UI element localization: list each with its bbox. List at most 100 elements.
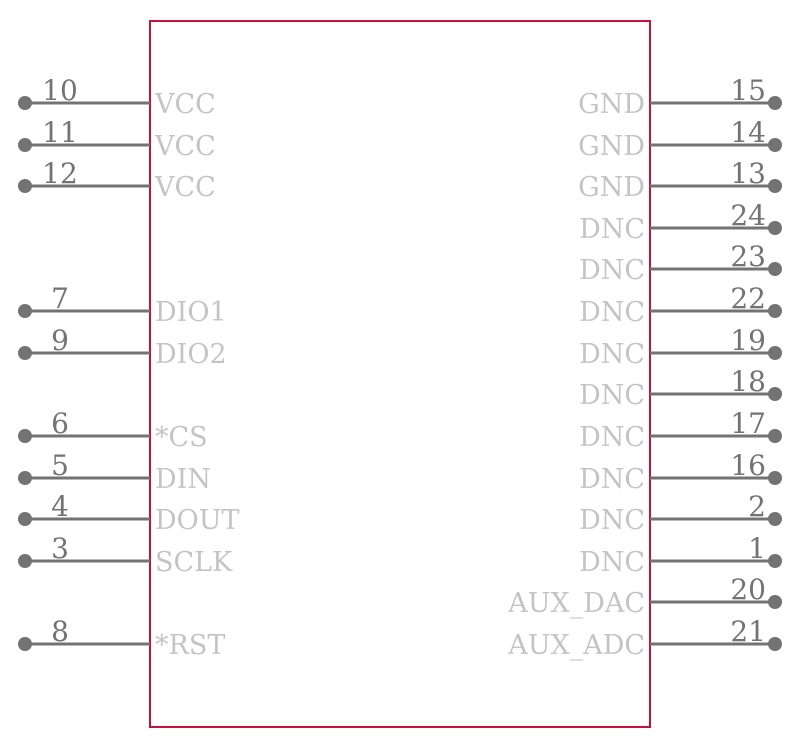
pin-name: DIO2 [155,339,227,370]
pin-endpoint-dot [768,387,782,401]
pin-number: 12 [42,157,78,190]
pin-left-8: 3 SCLK [18,532,233,578]
pin-right-6: 19 DNC [579,324,782,370]
pin-number: 17 [730,407,766,440]
pin-left-9: 8 *RST [18,615,225,661]
pin-number: 6 [51,407,69,440]
pin-endpoint-dot [768,346,782,360]
pin-right-4: 23 DNC [579,240,782,286]
pin-number: 1 [748,532,766,565]
pin-name: GND [578,89,645,120]
pin-name: GND [578,131,645,162]
pin-name: DOUT [155,505,240,536]
pin-left-5: 6 *CS [18,407,208,453]
pin-endpoint-dot [18,96,32,110]
pin-number: 8 [51,615,69,648]
pin-right-3: 24 DNC [579,199,782,245]
pin-number: 16 [730,449,766,482]
pin-number: 14 [730,116,766,149]
pin-number: 18 [730,365,766,398]
pin-number: 23 [730,240,766,273]
pin-right-8: 17 DNC [579,407,782,453]
pin-endpoint-dot [18,429,32,443]
pin-name: DNC [579,297,645,328]
pin-name: AUX_ADC [507,630,645,661]
pin-name: *RST [155,630,225,661]
pin-name: VCC [154,172,216,203]
pin-name: DNC [579,380,645,411]
pin-endpoint-dot [18,138,32,152]
pin-name: DNC [579,422,645,453]
pin-number: 2 [748,490,766,523]
pin-left-0: 10 VCC [18,74,216,120]
pin-number: 3 [51,532,69,565]
pin-name: VCC [154,89,216,120]
pin-number: 21 [730,615,766,648]
pin-name: AUX_DAC [507,588,645,619]
pin-number: 10 [42,74,78,107]
pin-number: 15 [730,74,766,107]
pin-name: DIN [155,464,211,495]
pin-endpoint-dot [18,179,32,193]
pin-left-7: 4 DOUT [18,490,240,536]
pin-endpoint-dot [18,346,32,360]
pin-endpoint-dot [18,304,32,318]
pin-endpoint-dot [768,262,782,276]
pin-name: SCLK [155,547,233,578]
pin-number: 13 [730,157,766,190]
pin-endpoint-dot [768,471,782,485]
pin-right-5: 22 DNC [579,282,782,328]
pin-left-1: 11 VCC [18,116,216,162]
pin-endpoint-dot [18,471,32,485]
pin-name: *CS [155,422,208,453]
pin-endpoint-dot [18,554,32,568]
pin-endpoint-dot [768,512,782,526]
pin-number: 9 [51,324,69,357]
pin-number: 19 [730,324,766,357]
pin-name: DNC [579,464,645,495]
pin-name: DNC [579,505,645,536]
pin-name: DNC [579,214,645,245]
pin-number: 24 [730,199,766,232]
pin-right-11: 1 DNC [579,532,782,578]
pin-name: DIO1 [155,297,227,328]
pin-number: 5 [51,449,69,482]
right-pin-group: 15GND14GND13GND24DNC23DNC22DNC19DNC18DNC… [507,74,782,661]
pin-name: GND [578,172,645,203]
pin-endpoint-dot [768,96,782,110]
pin-right-0: 15 GND [578,74,782,120]
pin-number: 11 [42,116,78,149]
pin-right-12: 20 AUX_DAC [507,573,782,619]
pin-right-2: 13 GND [578,157,782,203]
pin-endpoint-dot [18,637,32,651]
pin-number: 22 [730,282,766,315]
pin-endpoint-dot [768,595,782,609]
pin-right-1: 14 GND [578,116,782,162]
pin-number: 7 [51,282,69,315]
component-body-outline [149,20,651,728]
pin-name: VCC [154,131,216,162]
pin-endpoint-dot [768,221,782,235]
pin-number: 4 [51,490,69,523]
pin-left-6: 5 DIN [18,449,211,495]
pin-right-10: 2 DNC [579,490,782,536]
pin-number: 20 [730,573,766,606]
pin-endpoint-dot [768,429,782,443]
pin-endpoint-dot [18,512,32,526]
pin-endpoint-dot [768,179,782,193]
pin-right-7: 18 DNC [579,365,782,411]
pin-name: DNC [579,547,645,578]
pin-endpoint-dot [768,304,782,318]
pin-right-13: 21 AUX_ADC [507,615,782,661]
pin-name: DNC [579,255,645,286]
pin-endpoint-dot [768,637,782,651]
pin-endpoint-dot [768,138,782,152]
pin-right-9: 16 DNC [579,449,782,495]
pin-left-4: 9 DIO2 [18,324,227,370]
pin-left-2: 12 VCC [18,157,216,203]
pin-endpoint-dot [768,554,782,568]
pin-name: DNC [579,339,645,370]
pin-left-3: 7 DIO1 [18,282,227,328]
